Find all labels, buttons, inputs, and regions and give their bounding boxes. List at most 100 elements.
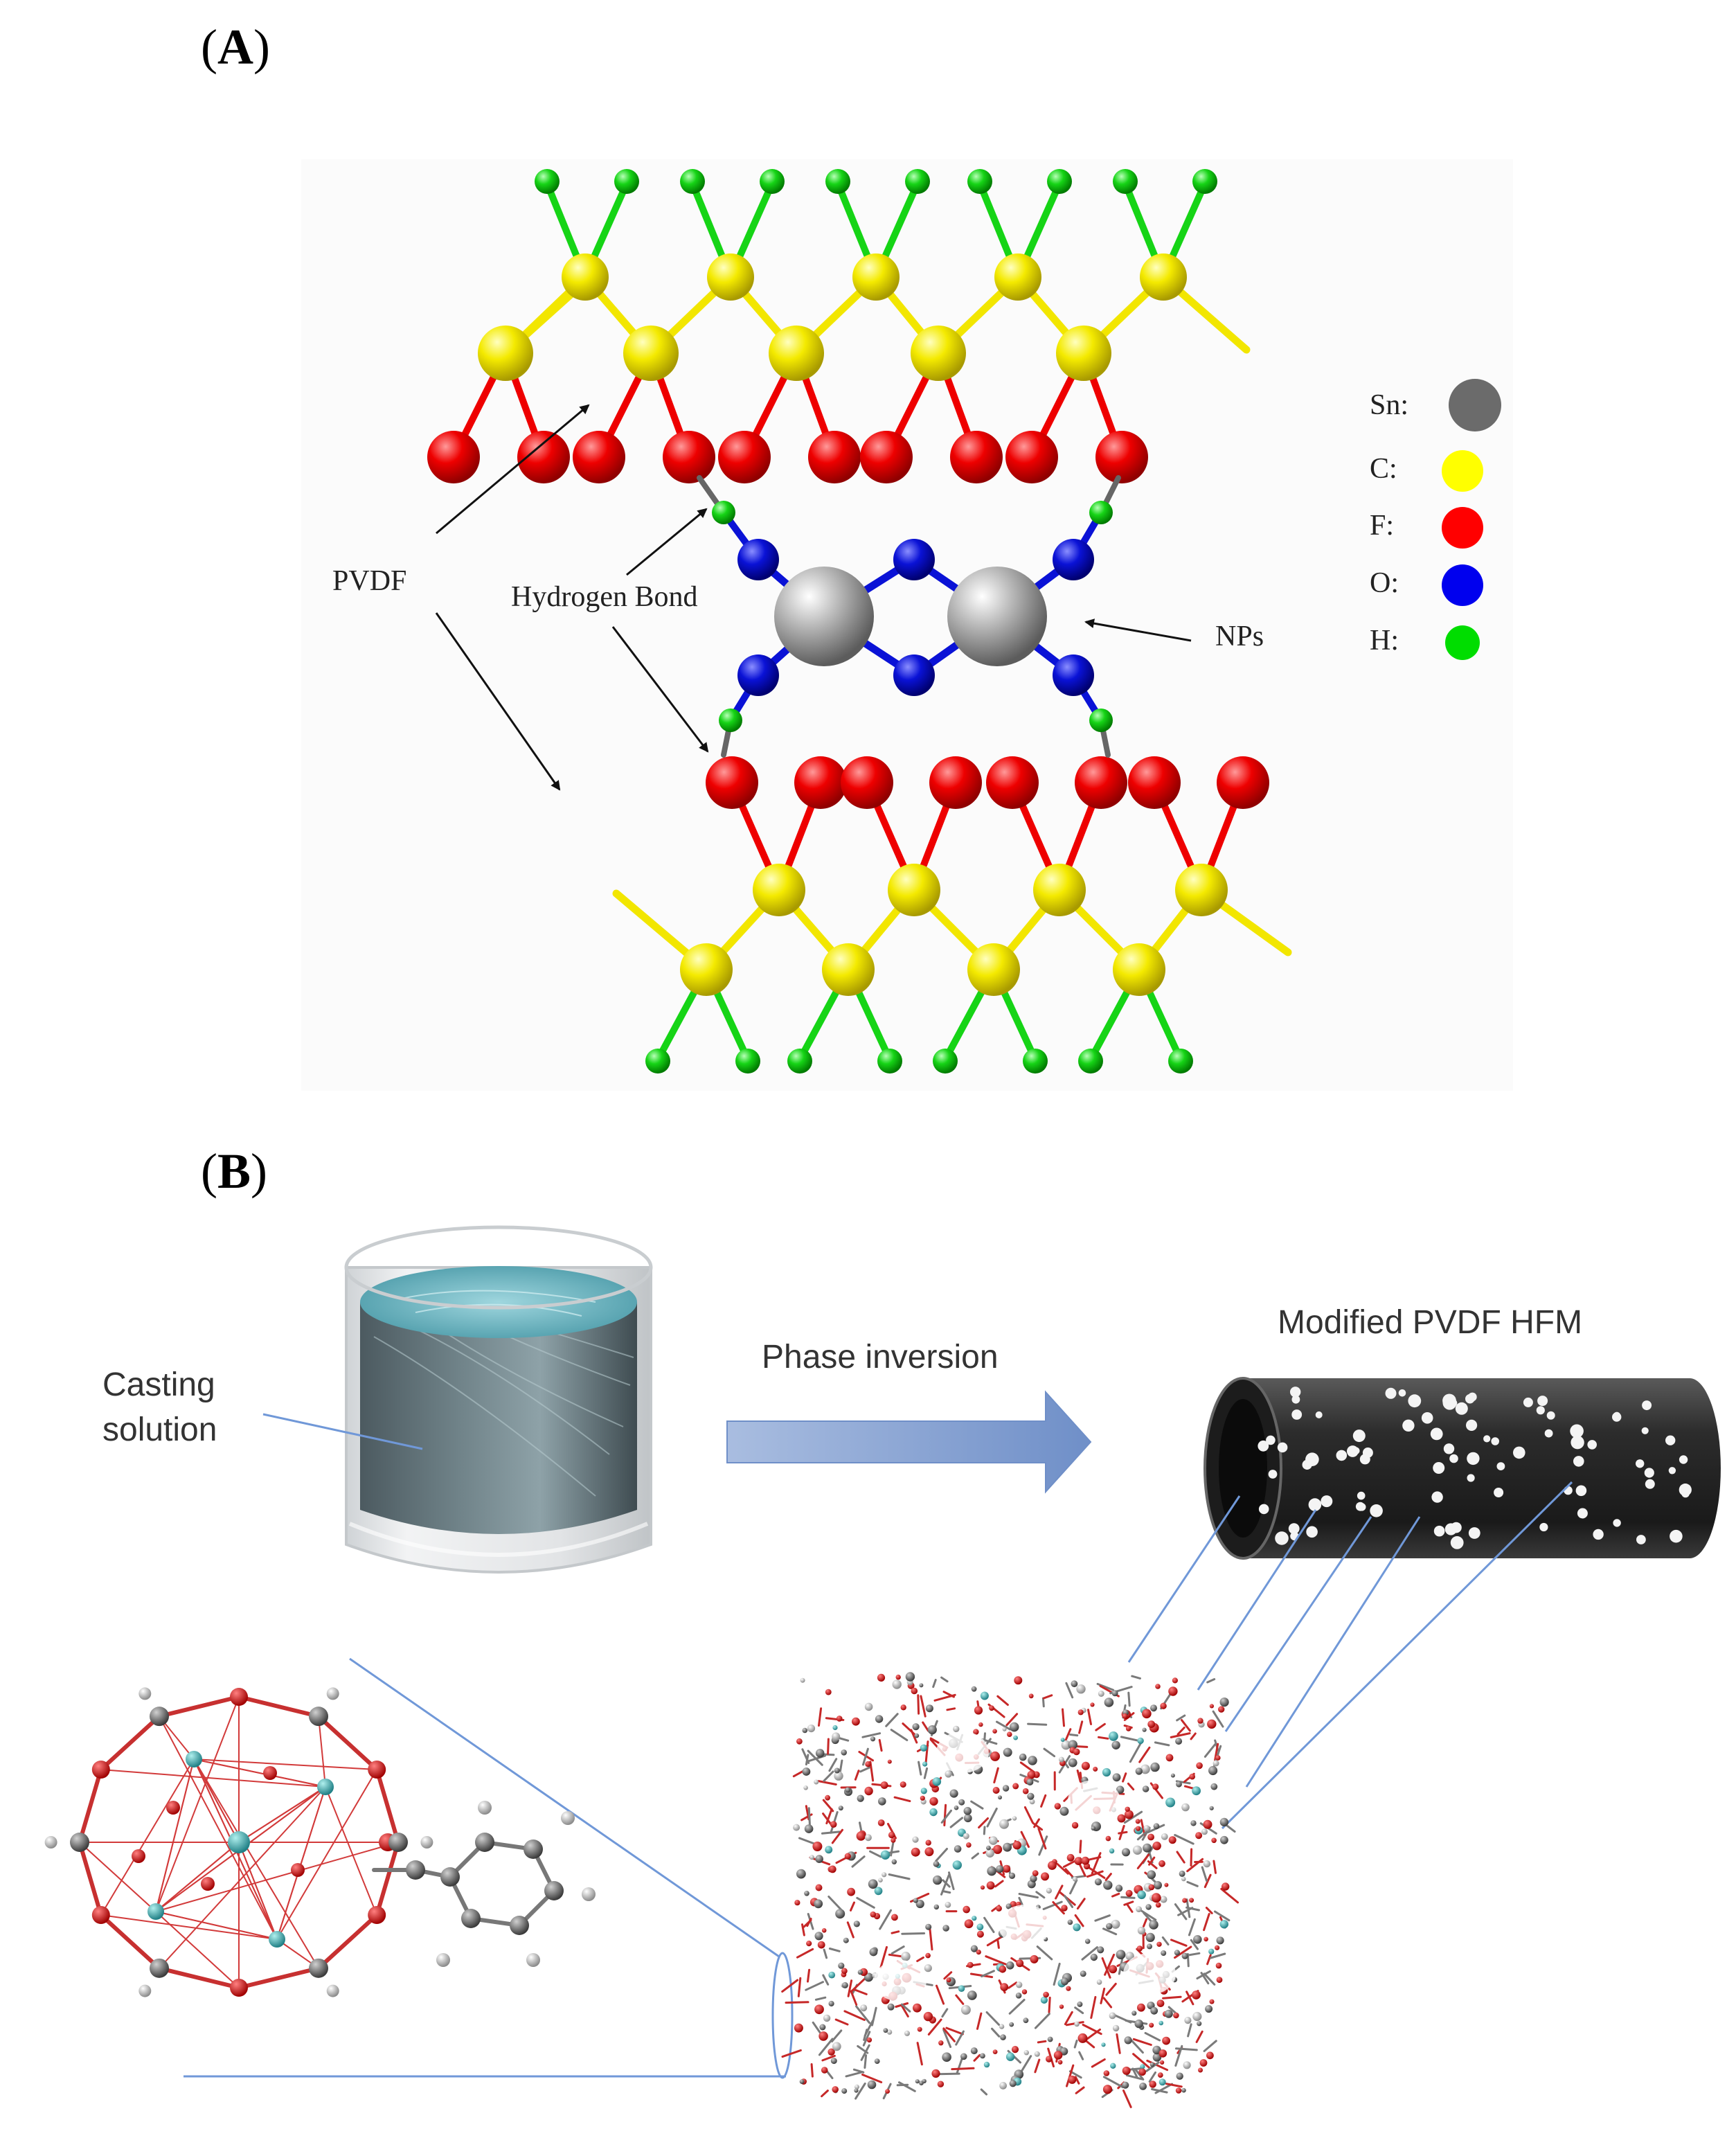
- particle-dot: [1336, 1450, 1348, 1461]
- lattice-atom: [925, 1704, 933, 1713]
- hydrogen-atom: [825, 169, 850, 194]
- coordination-bond: [155, 1696, 240, 1912]
- tin-atom: [774, 567, 874, 666]
- lattice-bond: [978, 1817, 989, 1829]
- hydrogen-atom: [420, 1836, 433, 1849]
- lattice-atom: [925, 1952, 931, 1959]
- coordination-bond: [276, 1786, 326, 1940]
- particle-dot: [1355, 1502, 1365, 1511]
- lattice-bond: [1186, 1880, 1199, 1887]
- coordination-bond: [155, 1911, 278, 1940]
- hydrogen-atom: [326, 1984, 339, 1997]
- lattice-atom: [929, 1797, 938, 1806]
- fluorine-atom: [663, 431, 715, 483]
- hydrogen-atom: [787, 1049, 812, 1074]
- lattice-bond: [940, 1874, 950, 1896]
- lattice-bond: [1200, 1972, 1210, 1985]
- lattice-bond: [1170, 1732, 1191, 1738]
- lattice-bond: [981, 1970, 995, 1978]
- lattice-bond: [955, 2030, 965, 2046]
- lattice-bond: [831, 1828, 843, 1844]
- lattice-atom: [1176, 2072, 1183, 2080]
- lattice-bond: [1174, 1945, 1192, 1959]
- lattice-atom: [1067, 1919, 1073, 1925]
- lattice-atom: [923, 2011, 933, 2022]
- lattice-atom: [920, 1788, 927, 1794]
- lattice-atom: [1195, 1832, 1203, 1840]
- lattice-atom: [1176, 1781, 1182, 1788]
- lattice-atom: [1071, 1821, 1079, 1829]
- particle-dot: [1398, 1389, 1406, 1397]
- carbon-atom: [309, 1958, 328, 1978]
- lattice-bond: [983, 1916, 995, 1934]
- lattice-atom: [1183, 2061, 1191, 2069]
- coordination-bond: [159, 1716, 278, 1940]
- lattice-atom: [1125, 1806, 1130, 1812]
- lattice-atom: [1101, 2042, 1106, 2047]
- carbon-atom: [388, 1833, 408, 1852]
- lattice-atom: [1043, 1991, 1049, 1998]
- lattice-atom: [1046, 2056, 1053, 2063]
- lattice-atom: [828, 2000, 834, 2007]
- lattice-atom: [885, 2089, 890, 2094]
- lattice-atom: [841, 1968, 848, 1975]
- lattice-atom: [989, 1705, 994, 1711]
- lattice-atom: [1125, 1726, 1131, 1731]
- lattice-bond: [1187, 2023, 1192, 2038]
- lattice-atom: [1073, 1748, 1080, 1756]
- lattice-atom: [992, 1729, 997, 1734]
- lattice-atom: [1219, 1920, 1229, 1929]
- oxygen-atom: [91, 1761, 110, 1779]
- coordination-bond: [155, 1842, 399, 1912]
- hydrogen-atom: [712, 501, 735, 524]
- particle-dot: [1275, 1531, 1289, 1545]
- lattice-atom: [1139, 2083, 1147, 2090]
- lattice-atom: [933, 1904, 940, 1910]
- lattice-atom: [987, 1866, 996, 1876]
- oxygen-atom: [893, 654, 935, 696]
- lattice-atom: [1201, 1828, 1208, 1835]
- lattice-bond: [1143, 1918, 1148, 1927]
- lattice-bond: [1098, 1736, 1109, 1740]
- lattice-atom: [874, 2058, 880, 2065]
- coordination-bond: [276, 1769, 378, 1940]
- metal-atom: [269, 1931, 285, 1948]
- lattice-bond: [859, 1766, 872, 1773]
- carbon-atom: [888, 864, 940, 916]
- lattice-atom: [866, 2037, 873, 2043]
- lattice-atom: [1122, 1713, 1128, 1719]
- lattice-bond: [932, 1679, 937, 1689]
- lattice-bond: [1104, 1873, 1112, 1881]
- coordination-bond: [193, 1758, 378, 1770]
- lattice-atom: [900, 1704, 906, 1711]
- embedded-particles: [1258, 1387, 1692, 1549]
- lattice-bond: [817, 1780, 837, 1785]
- lattice-atom: [1054, 1803, 1062, 1810]
- hollow-fiber-membrane: [1203, 1377, 1721, 1560]
- lattice-atom: [1124, 1810, 1134, 1819]
- lattice-bond: [942, 2029, 952, 2048]
- oxygen-atom: [1053, 539, 1094, 580]
- lattice-bond: [1176, 1851, 1185, 1864]
- lattice-atom: [976, 1930, 984, 1938]
- lattice-atom: [967, 1961, 974, 1968]
- lattice-bond: [1079, 1864, 1086, 1877]
- lattice-atom: [1205, 2005, 1213, 2013]
- lattice-bond: [1195, 2030, 1203, 2043]
- lattice-atom: [1060, 1738, 1065, 1742]
- lattice-atom: [803, 1785, 808, 1790]
- metal-atom: [228, 1831, 250, 1853]
- lattice-atom: [1142, 1785, 1149, 1792]
- lattice-atom: [1203, 1819, 1212, 1829]
- lattice-atom: [1047, 2036, 1053, 2042]
- lattice-atom: [1220, 1835, 1228, 1844]
- lattice-bond: [1102, 1927, 1118, 1936]
- lattice-bond: [1042, 1694, 1053, 1700]
- lattice-bond: [902, 1722, 916, 1736]
- lattice-bond: [920, 1695, 927, 1718]
- lattice-atom: [1184, 2017, 1192, 2024]
- fluorine-atom: [986, 756, 1039, 809]
- lattice-bond: [1132, 2038, 1152, 2046]
- lattice-bond: [781, 1979, 799, 1993]
- lattice-atom: [945, 1770, 952, 1778]
